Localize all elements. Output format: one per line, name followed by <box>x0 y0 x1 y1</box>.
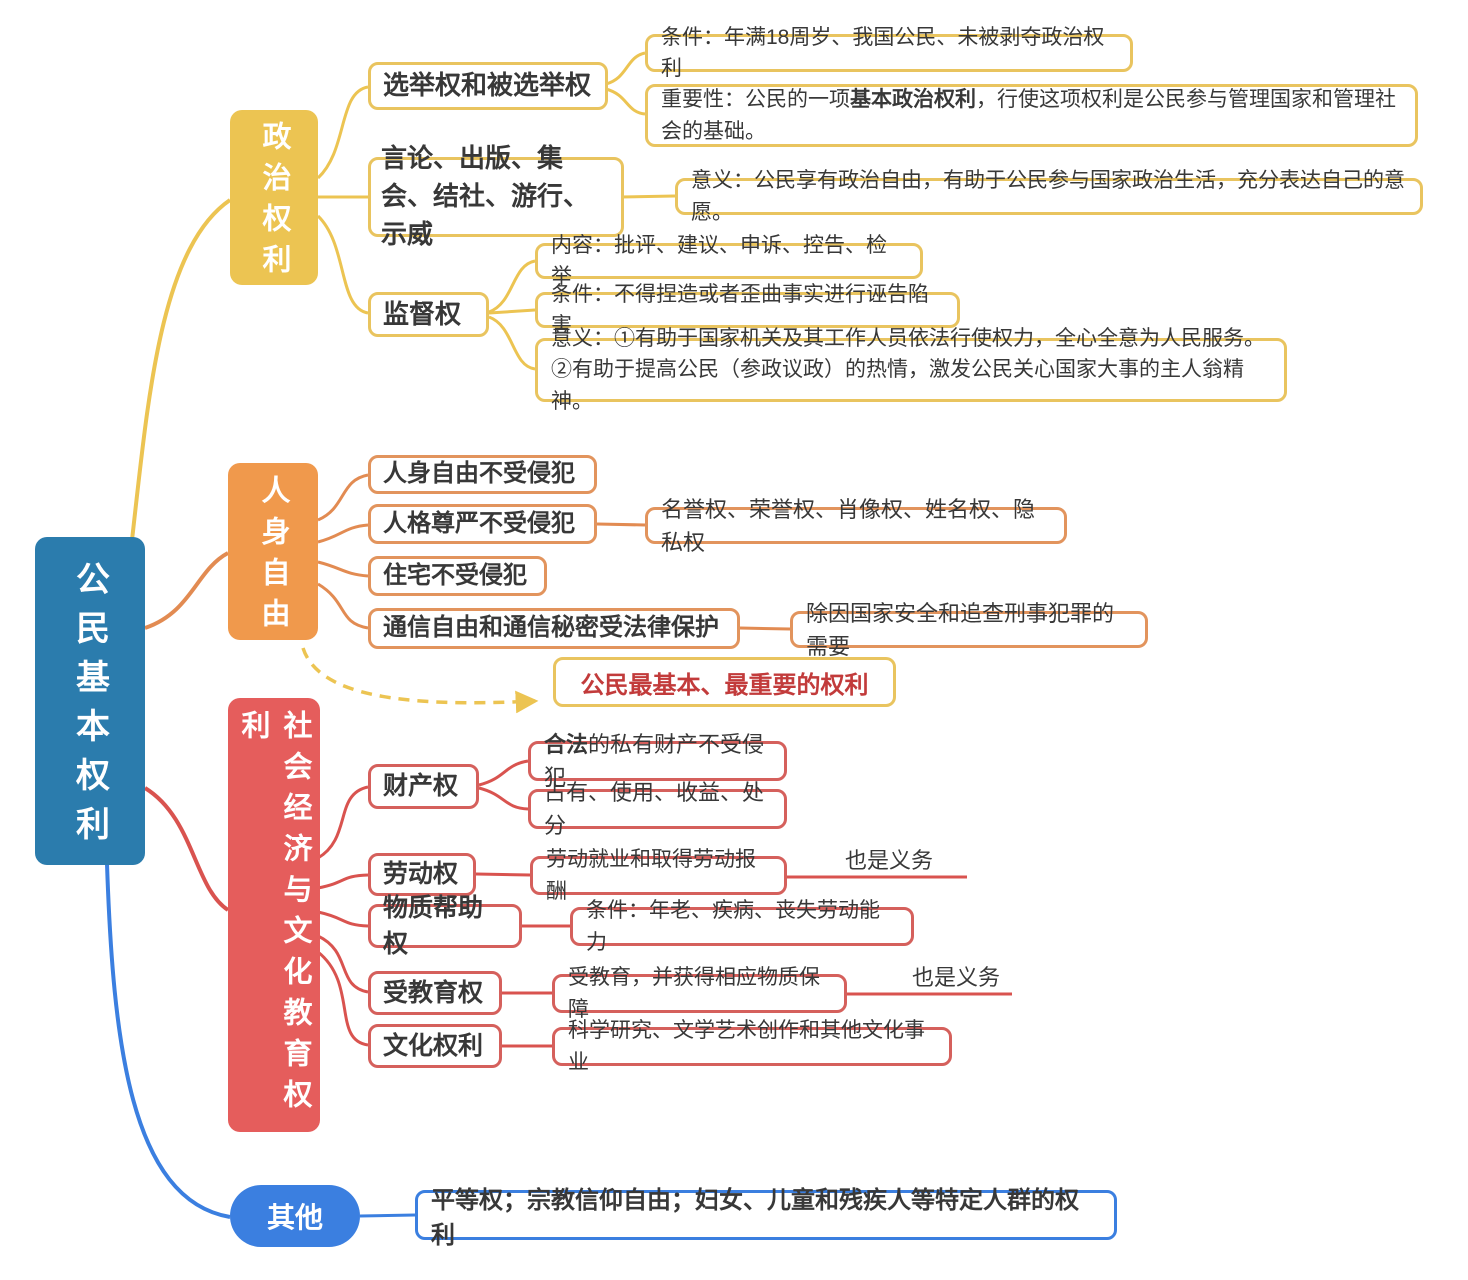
node-culture: 文化权利 <box>368 1024 502 1068</box>
key-note-text: 公民最基本、最重要的权利 <box>580 671 869 699</box>
labor-detail-text: 劳动就业和取得劳动报酬 <box>546 848 756 903</box>
node-residence: 住宅不受侵犯 <box>368 556 547 596</box>
branch-other-label: 其他 <box>266 1202 323 1233</box>
communication-text: 通信自由和通信秘密受法律保护 <box>383 614 719 642</box>
annotation-also-duty-labor: 也是义务 <box>845 843 933 875</box>
vote-condition-text: 条件：年满18周岁、我国公民、未被剥夺政治权利 <box>661 25 1105 81</box>
branch-social-label: 社会经济与文化教育权利 <box>237 710 311 1120</box>
node-property-detail-1: 合法的私有财产不受侵犯 <box>528 732 787 790</box>
other-detail-text: 平等权；宗教信仰自由；妇女、儿童和残疾人等特定人群的权利 <box>431 1187 1079 1249</box>
node-key-note: 公民最基本、最重要的权利 <box>553 657 896 707</box>
supervision-condition-text: 条件：不得捏造或者歪曲事实进行诬告陷害 <box>551 282 929 338</box>
node-labor: 劳动权 <box>368 853 476 896</box>
node-speech-meaning: 意义：公民享有政治自由，有助于公民参与国家政治生活，充分表达自己的意愿。 <box>675 169 1423 224</box>
node-vote-label: 选举权和被选举权 <box>383 70 592 101</box>
node-supervision-meaning: 意义：①有助于国家机关及其工作人员依法行使权力，全心全意为人民服务。②有助于提高… <box>535 327 1287 413</box>
material-help-detail-text: 条件：年老、疾病、丧失劳动能力 <box>586 899 880 954</box>
node-material-help-detail: 条件：年老、疾病、丧失劳动能力 <box>570 899 914 954</box>
node-other-detail: 平等权；宗教信仰自由；妇女、儿童和残疾人等特定人群的权利 <box>415 1187 1117 1249</box>
dignity-detail-text: 名誉权、荣誉权、肖像权、姓名权、隐私权 <box>661 496 1036 555</box>
vote-importance-text: 重要性：公民的一项基本政治权利，行使这项权利是公民参与管理国家和管理社会的基础。 <box>661 88 1396 143</box>
education-detail-text: 受教育，并获得相应物质保障 <box>568 966 820 1021</box>
node-vote: 选举权和被选举权 <box>368 62 608 110</box>
node-education: 受教育权 <box>368 971 502 1015</box>
node-vote-condition: 条件：年满18周岁、我国公民、未被剥夺政治权利 <box>645 26 1133 80</box>
education-label: 受教育权 <box>383 978 484 1007</box>
speech-meaning-text: 意义：公民享有政治自由，有助于公民参与国家政治生活，充分表达自己的意愿。 <box>691 169 1405 224</box>
residence-text: 住宅不受侵犯 <box>383 561 527 589</box>
node-supervision-label: 监督权 <box>383 298 462 329</box>
communication-detail-text: 除因国家安全和追查刑事犯罪的需要 <box>806 600 1115 659</box>
node-supervision-content: 内容：批评、建议、申诉、控告、检举 <box>535 234 923 288</box>
node-speech: 言论、出版、集会、结社、游行、示威 <box>368 143 624 249</box>
dignity-text: 人格尊严不受侵犯 <box>383 509 575 537</box>
node-speech-label: 言论、出版、集会、结社、游行、示威 <box>381 143 590 249</box>
node-material-help: 物质帮助权 <box>368 894 522 958</box>
branch-personal-label: 人身自由 <box>257 474 289 639</box>
also-duty-education-text: 也是义务 <box>912 965 1001 990</box>
node-supervision: 监督权 <box>368 292 489 337</box>
supervision-meaning-text: 意义：①有助于国家机关及其工作人员依法行使权力，全心全意为人民服务。②有助于提高… <box>551 326 1265 413</box>
node-property: 财产权 <box>368 764 479 809</box>
branch-political: 政治权利 <box>230 110 318 285</box>
branch-personal: 人身自由 <box>228 463 318 640</box>
culture-detail-text: 科学研究、文学艺术创作和其他文化事业 <box>568 1019 925 1074</box>
labor-label: 劳动权 <box>383 860 459 889</box>
node-labor-detail: 劳动就业和取得劳动报酬 <box>530 848 787 903</box>
node-communication-detail: 除因国家安全和追查刑事犯罪的需要 <box>790 601 1148 659</box>
node-supervision-condition: 条件：不得捏造或者歪曲事实进行诬告陷害 <box>535 283 960 337</box>
culture-label: 文化权利 <box>383 1031 484 1060</box>
node-vote-importance: 重要性：公民的一项基本政治权利，行使这项权利是公民参与管理国家和管理社会的基础。 <box>645 84 1418 147</box>
node-property-detail-2: 占有、使用、收益、处分 <box>528 780 787 838</box>
material-help-label: 物质帮助权 <box>383 893 484 958</box>
node-education-detail: 受教育，并获得相应物质保障 <box>552 966 847 1021</box>
property-detail-2-text: 占有、使用、收益、处分 <box>544 780 765 838</box>
personal-freedom-text: 人身自由不受侵犯 <box>383 460 575 488</box>
root-label: 公民基本权利 <box>70 561 109 855</box>
property-label: 财产权 <box>383 772 459 801</box>
node-communication: 通信自由和通信秘密受法律保护 <box>368 608 740 649</box>
property-detail-1-text: 合法的私有财产不受侵犯 <box>544 732 765 790</box>
root-node: 公民基本权利 <box>35 537 145 865</box>
branch-social: 社会经济与文化教育权利 <box>228 698 320 1132</box>
branch-political-label: 政治权利 <box>258 120 290 285</box>
node-personal-freedom: 人身自由不受侵犯 <box>368 455 597 494</box>
also-duty-labor-text: 也是义务 <box>845 848 934 873</box>
supervision-content-text: 内容：批评、建议、申诉、控告、检举 <box>551 233 887 289</box>
annotation-also-duty-education: 也是义务 <box>912 960 1000 992</box>
node-dignity-detail: 名誉权、荣誉权、肖像权、姓名权、隐私权 <box>645 497 1067 555</box>
node-culture-detail: 科学研究、文学艺术创作和其他文化事业 <box>552 1019 952 1074</box>
branch-other: 其他 <box>230 1185 360 1247</box>
node-dignity: 人格尊严不受侵犯 <box>368 504 597 544</box>
